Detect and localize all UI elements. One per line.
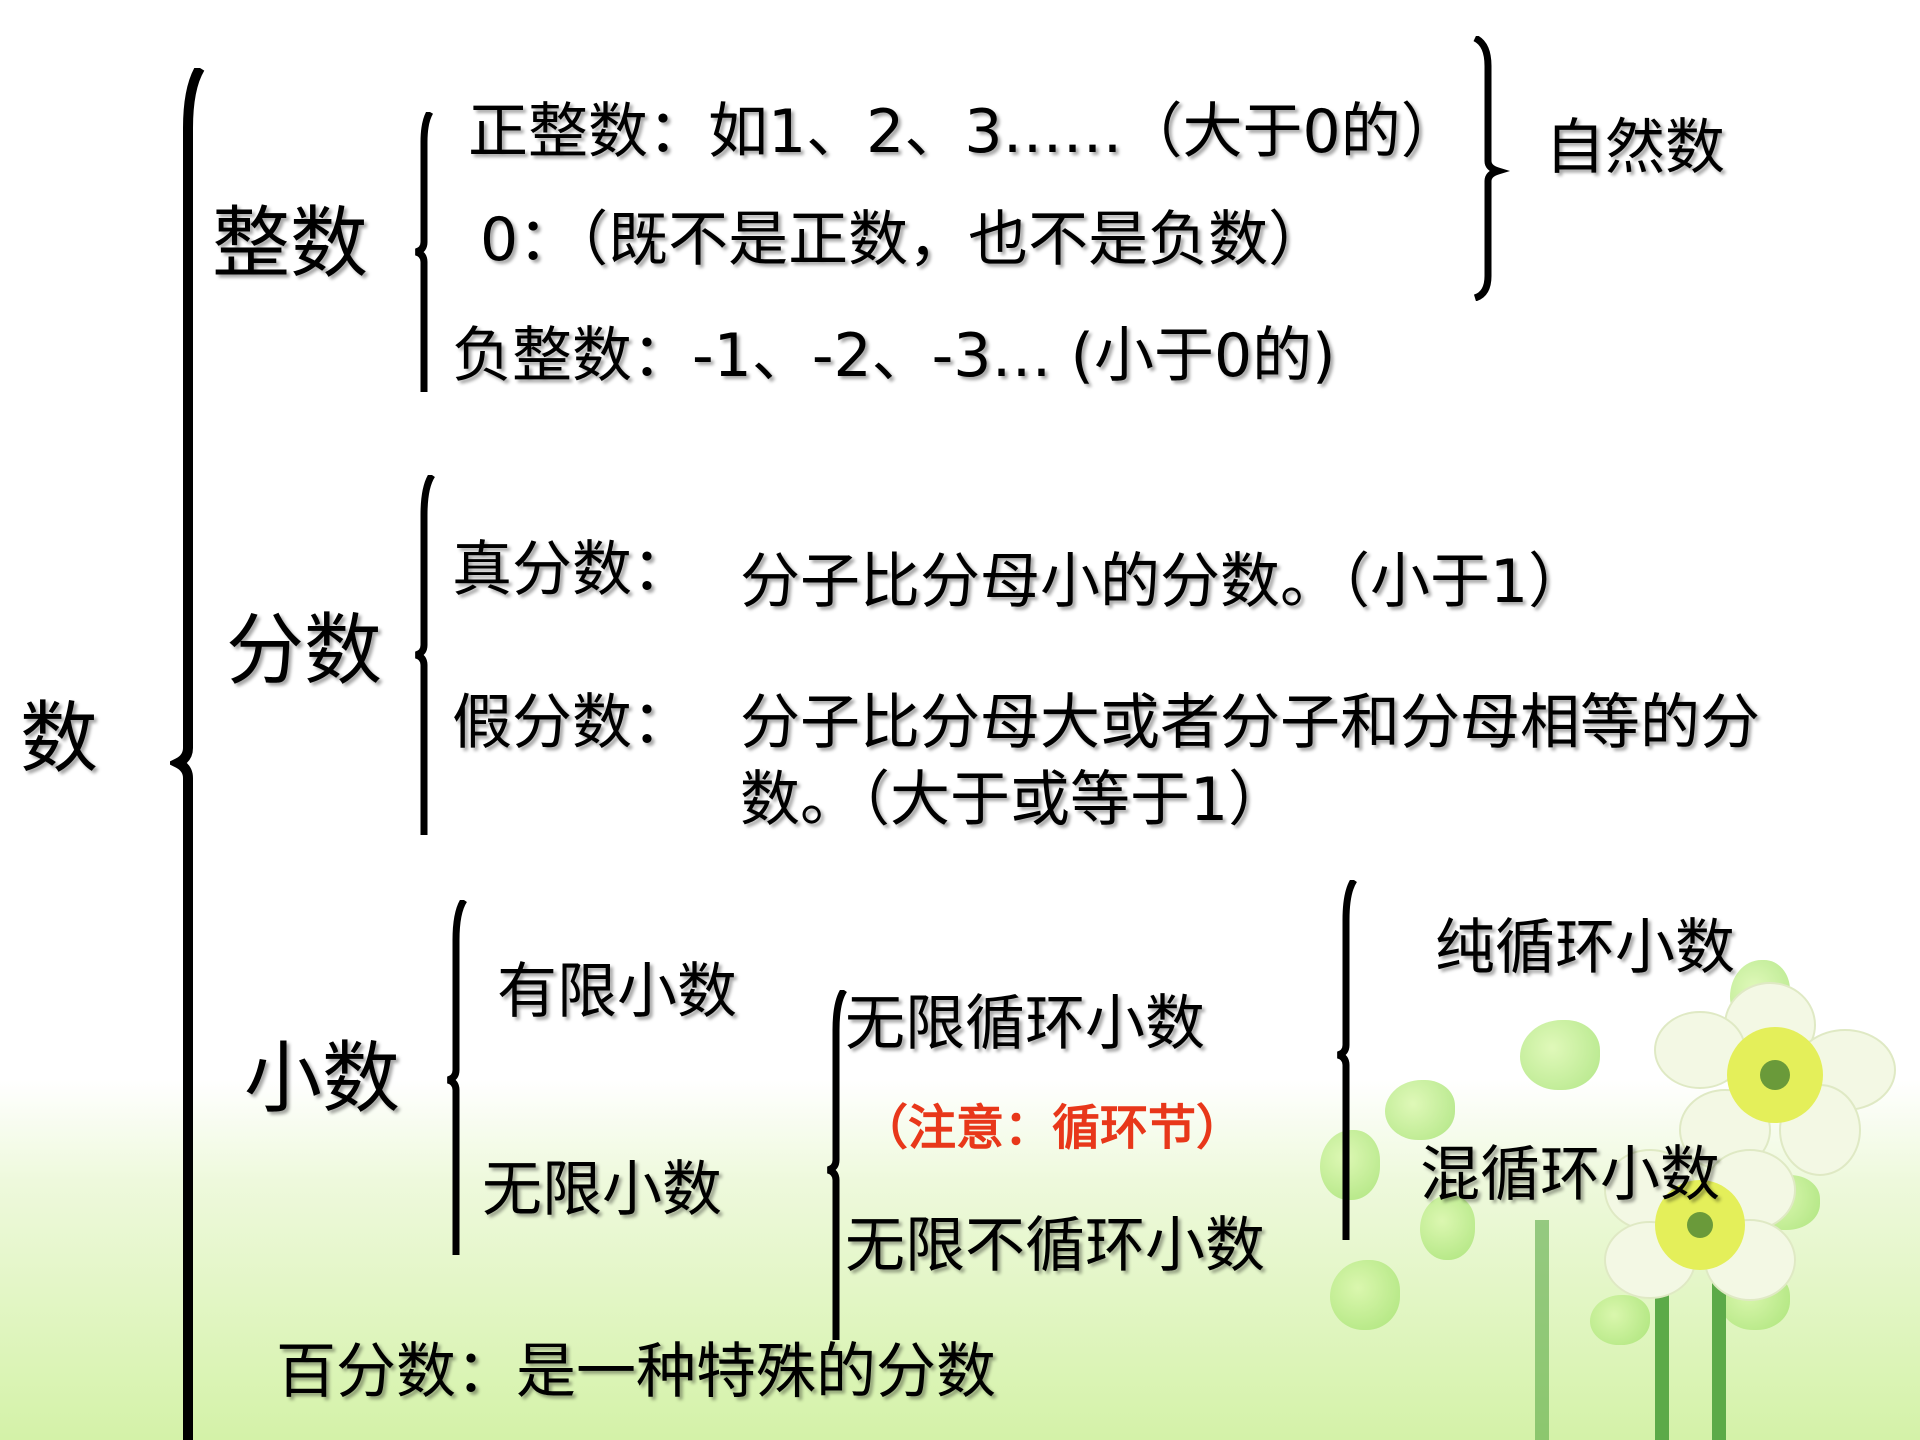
infinite-brace-icon xyxy=(826,990,848,1340)
pure-repeating-decimal-text: 纯循环小数 xyxy=(1435,913,1735,983)
mixed-repeating-decimal-text: 混循环小数 xyxy=(1420,1140,1720,1210)
fractions-brace-icon xyxy=(414,475,436,835)
zero-text: 0：（既不是正数，也不是负数） xyxy=(480,205,1329,275)
proper-fraction-label: 真分数： xyxy=(452,535,692,605)
improper-fraction-desc-2: 数。（大于或等于1） xyxy=(740,765,1289,835)
positive-integer-text: 正整数：如1、2、3……（大于0的） xyxy=(468,97,1461,167)
integers-brace-icon xyxy=(414,112,434,392)
repeating-brace-icon xyxy=(1336,880,1358,1240)
natural-number-label: 自然数 xyxy=(1545,113,1725,183)
improper-fraction-desc-1: 分子比分母大或者分子和分母相等的分 xyxy=(740,688,1760,758)
decimals-label: 小数 xyxy=(244,1034,401,1124)
flower-icon xyxy=(1604,1149,1796,1301)
proper-fraction-desc: 分子比分母小的分数。（小于1） xyxy=(740,547,1589,617)
improper-fraction-label: 假分数： xyxy=(452,688,692,758)
negative-integer-text: 负整数：-1、-2、-3… (小于0的) xyxy=(452,321,1336,391)
percent-text: 百分数：是一种特殊的分数 xyxy=(276,1337,996,1407)
finite-decimal-text: 有限小数 xyxy=(497,957,737,1027)
fractions-label: 分数 xyxy=(226,606,383,696)
root-brace-icon xyxy=(170,68,205,1440)
flower-icon xyxy=(1654,982,1896,1176)
non-repeating-decimal-text: 无限不循环小数 xyxy=(845,1211,1265,1281)
repeating-decimal-text: 无限循环小数 xyxy=(845,989,1205,1059)
integers-label: 整数 xyxy=(212,199,369,289)
infinite-decimal-text: 无限小数 xyxy=(482,1155,722,1225)
root-label: 数 xyxy=(20,694,99,784)
decimals-brace-icon xyxy=(446,900,468,1255)
repeating-note: （注意：循环节） xyxy=(860,1100,1245,1156)
natural-number-brace-icon xyxy=(1473,36,1510,301)
